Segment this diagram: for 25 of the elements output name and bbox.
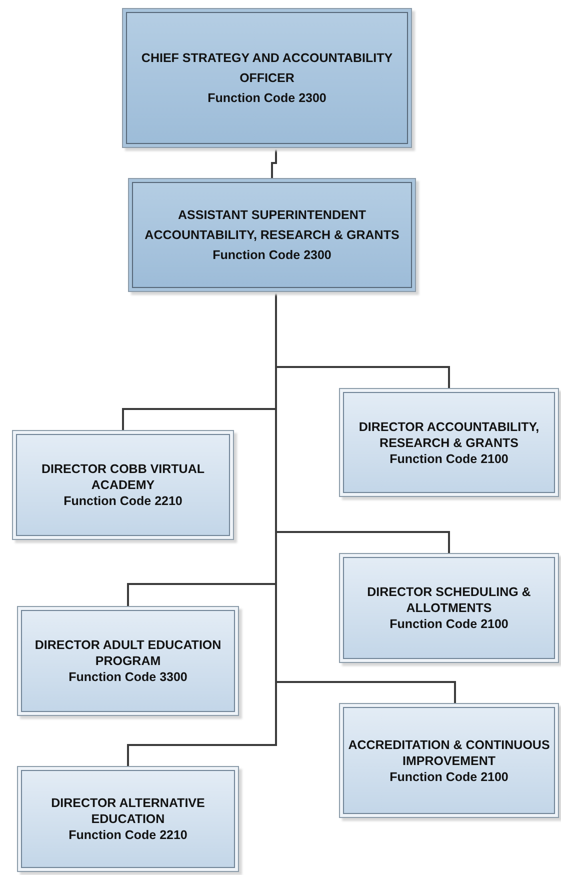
connector-line [271,148,277,178]
position-title: DIRECTOR SCHEDULING & ALLOTMENTS [366,584,532,616]
position-box [17,766,239,872]
position-title: DIRECTOR ALTERNATIVE EDUCATION [50,795,206,827]
position-box [128,178,416,292]
position-box [17,606,239,716]
function-code: Function Code 2100 [390,616,508,632]
function-code: Function Code 2210 [68,827,188,843]
position-box [339,553,559,663]
position-title: DIRECTOR ADULT EDUCATION PROGRAM [34,637,222,669]
function-code: Function Code 2100 [390,768,508,784]
position-title: DIRECTOR ACCOUNTABILITY, RESEARCH & GRANTS [358,418,540,450]
position-title: DIRECTOR COBB VIRTUAL ACADEMY [40,461,206,493]
function-code: Function Code 2100 [390,450,508,466]
function-code: Function Code 2300 [208,90,326,107]
function-code: Function Code 3300 [68,669,188,685]
position-title: ASSISTANT SUPERINTENDENT ACCOUNTABILITY, RESEARCH & GRANTS [144,207,400,244]
function-code: Function Code 2210 [64,493,182,509]
position-title: CHIEF STRATEGY AND ACCOUNTABILITY OFFICER [140,50,394,87]
position-box [12,430,234,540]
position-title: ACCREDITATION & CONTINUOUS IMPROVEMENT [348,736,550,768]
position-box [122,8,412,148]
position-box [339,703,559,818]
position-box [339,388,559,497]
function-code: Function Code 2300 [212,247,332,264]
